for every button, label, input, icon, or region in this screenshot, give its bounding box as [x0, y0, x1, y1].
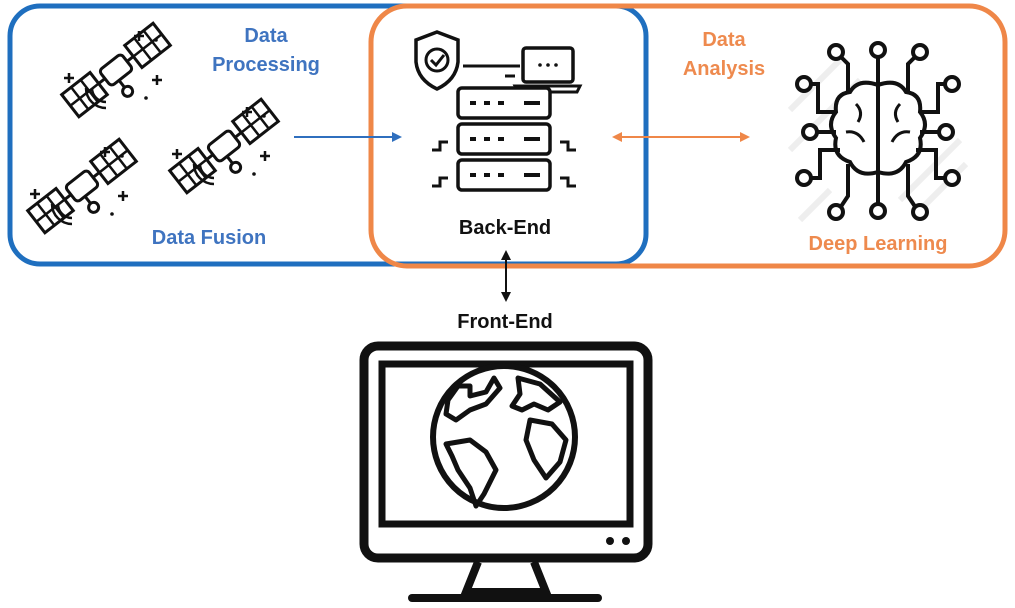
- back-end-label: Back-End: [458, 217, 552, 239]
- satellite-icon: [60, 21, 182, 131]
- monitor-globe-icon: [359, 341, 653, 602]
- laptop-icon: [463, 46, 583, 94]
- shield-check-icon: [414, 30, 460, 91]
- ai-brain-icon: [787, 41, 969, 223]
- server-icon: [432, 86, 576, 192]
- satellite-icon: [26, 137, 148, 247]
- front-end-label: Front-End: [457, 311, 553, 333]
- data-processing-label: Data Processing: [212, 25, 320, 76]
- data-analysis-label: Data Analysis: [682, 29, 766, 80]
- satellite-icon: [168, 97, 290, 207]
- deep-learning-label: Deep Learning: [808, 233, 948, 255]
- data-fusion-label: Data Fusion: [151, 227, 267, 249]
